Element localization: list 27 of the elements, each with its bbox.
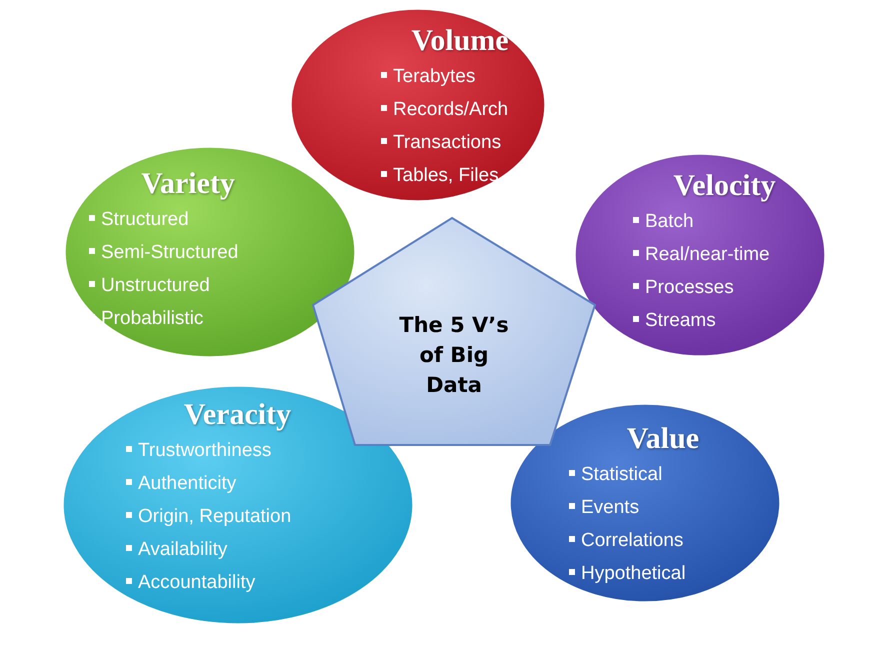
bullet-item: Events [568,491,758,524]
bullet-item: Origin, Reputation [125,500,350,533]
node-heading: Value [626,421,700,457]
bullet-item: Accountability [125,566,350,599]
node-heading: Veracity [182,397,292,433]
bullet-item: Correlations [568,524,758,557]
bullet-item: Batch [632,205,817,238]
bullet-item: Semi-Structured [88,236,288,269]
bullet-item: Probabilistic [88,302,288,335]
bullet-item: Real/near-time [632,238,817,271]
bullet-item: Records/Arch [380,93,540,126]
bullet-item: Tables, Files [380,159,540,192]
bullet-item: Trustworthiness [125,434,350,467]
bullet-item: Statistical [568,458,758,491]
bullet-item: Authenticity [125,467,350,500]
bullet-item: Unstructured [88,269,288,302]
bullet-item: Hypothetical [568,557,758,590]
node-heading: Variety [140,166,236,202]
node-heading: Velocity [672,168,777,204]
center-title: The 5 V’s of Big Data [398,312,510,399]
bullet-item: Processes [632,271,817,304]
bullet-item: Streams [632,304,817,337]
node-heading: Volume [410,23,510,59]
bullet-item: Structured [88,203,288,236]
bullet-item: Availability [125,533,350,566]
bullet-item: Transactions [380,126,540,159]
bullet-item: Terabytes [380,60,540,93]
